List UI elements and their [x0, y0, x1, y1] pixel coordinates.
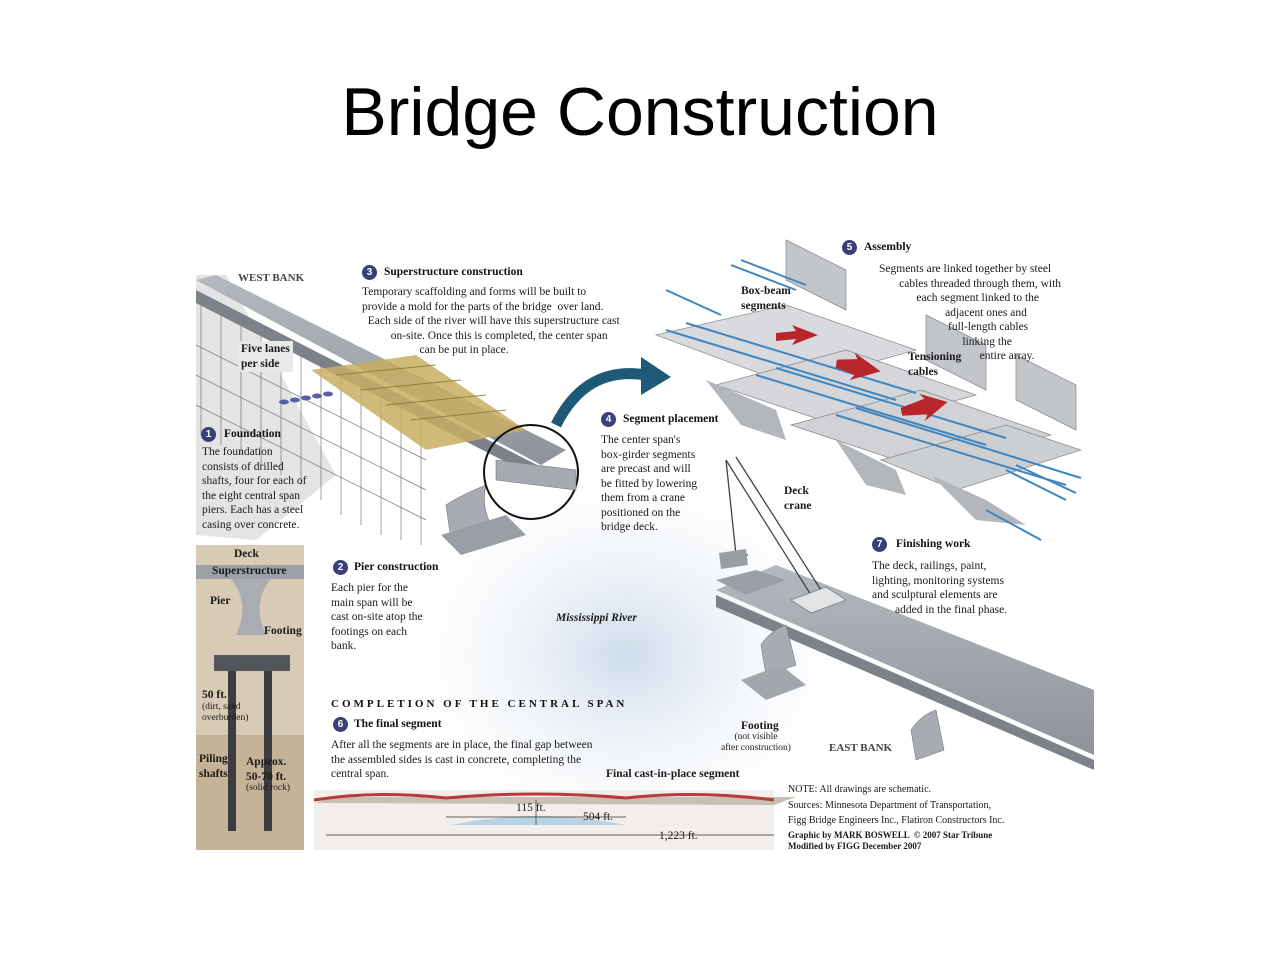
- step-2-text: Each pier for the main span will be cast…: [331, 582, 423, 652]
- step-3-badge: 3: [362, 265, 377, 280]
- bridge-infographic: 1 Foundation The foundation consists of …: [196, 235, 1094, 850]
- step-3-title: Superstructure construction: [384, 266, 523, 278]
- total-length-label: 1,223 ft.: [659, 830, 698, 842]
- step-7-badge: 7: [872, 537, 887, 552]
- step-4-badge: 4: [601, 412, 616, 427]
- step-4-title: Segment placement: [623, 413, 719, 425]
- main-span-label: 504 ft.: [583, 811, 614, 823]
- credits-sources: Sources: Minnesota Department of Transpo…: [788, 800, 1005, 826]
- credits-graphic: Graphic by MARK BOSWELL © 2007 Star Trib…: [788, 830, 993, 850]
- west-bank-label: WEST BANK: [238, 272, 305, 284]
- pier-deck-label: Deck: [234, 548, 259, 560]
- step-5-title: Assembly: [864, 241, 912, 253]
- credits-note: NOTE: All drawings are schematic.: [788, 784, 932, 795]
- pier-footing-label: Footing: [264, 625, 302, 637]
- step-5-text: Segments are linked together by steel ca…: [879, 263, 1062, 362]
- step-1-badge: 1: [201, 427, 216, 442]
- step-2-badge: 2: [333, 560, 348, 575]
- segment-magnifier: [483, 424, 579, 520]
- steel-cables: [665, 259, 1082, 541]
- scaffolding: [196, 305, 427, 545]
- step-2-title: Pier construction: [354, 561, 439, 573]
- depth-label: 50 ft.: [202, 689, 227, 701]
- final-segment-label: Final cast-in-place segment: [606, 768, 740, 780]
- river-glow: [376, 445, 876, 850]
- pier-label: Pier: [210, 595, 231, 607]
- profile-heading: COMPLETION OF THE CENTRAL SPAN: [331, 698, 628, 710]
- depth-note: (dirt, sand overburden): [202, 702, 249, 723]
- step-7-text: The deck, railings, paint, lighting, mon…: [872, 560, 1008, 616]
- piling-label: Piling shafts: [199, 753, 228, 780]
- east-deck-ends: [716, 570, 786, 595]
- step-6-text: After all the segments are in place, the…: [331, 739, 593, 780]
- step-7-title: Finishing work: [896, 538, 971, 550]
- step-6-badge: 6: [333, 717, 348, 732]
- box-beam-label: Box-beam segments: [741, 285, 791, 312]
- step-6-title: The final segment: [354, 718, 442, 730]
- step-5-badge: 5: [842, 240, 857, 255]
- east-bank-label: EAST BANK: [829, 742, 893, 754]
- crane-cab: [790, 586, 847, 614]
- tension-arrows: [776, 325, 948, 422]
- deck-crane-label: Deck crane: [784, 485, 812, 512]
- rock-depth-label: Approx. 50-70 ft.: [246, 756, 287, 783]
- river-label: Mississippi River: [556, 612, 637, 624]
- footing-callout-title: Footing: [741, 720, 779, 732]
- pier-superstructure-label: Superstructure: [212, 565, 287, 577]
- footing-callout-note: (not visible after construction): [721, 732, 791, 753]
- tensioning-label: Tensioning cables: [908, 351, 962, 378]
- pier-section: [196, 545, 304, 850]
- placement-arrow: [551, 368, 647, 428]
- step-3-text: Temporary scaffolding and forms will be …: [362, 286, 620, 356]
- span-profile: [313, 790, 796, 850]
- rock-note: (solid rock): [246, 783, 291, 793]
- step-1-title: Foundation: [224, 428, 281, 440]
- illustration: [196, 239, 1094, 850]
- slide-title: Bridge Construction: [341, 74, 939, 150]
- step-1-text: The foundation consists of drilled shaft…: [202, 446, 307, 531]
- formwork: [311, 355, 526, 450]
- five-lanes-label: Five lanes per side: [238, 341, 293, 372]
- step-4-text: The center span's box-girder segments ar…: [601, 434, 698, 533]
- clearance-label: 115 ft.: [516, 802, 546, 814]
- east-pier: [760, 624, 797, 676]
- lane-markers: [279, 391, 333, 405]
